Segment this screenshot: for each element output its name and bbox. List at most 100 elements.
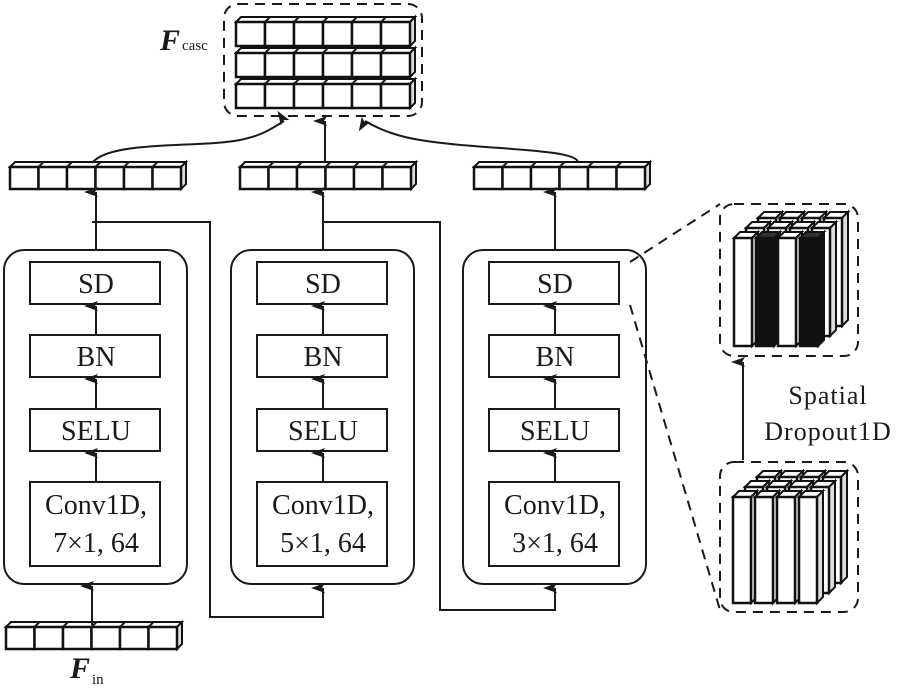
input-vector	[3, 619, 185, 652]
conv-label-line1: Conv1D,	[272, 490, 374, 521]
feature-cell	[151, 165, 183, 191]
cell-edge	[151, 161, 159, 168]
feature-cell	[147, 625, 179, 651]
feature-column	[731, 229, 761, 349]
branch-output-vectors	[7, 159, 653, 192]
layer-box-sd	[488, 261, 620, 305]
conv-label-line2: 7×1, 64	[53, 528, 139, 559]
f-in-subscript: in	[92, 672, 104, 688]
cell-edge	[293, 47, 300, 54]
cell-edge	[147, 621, 155, 628]
cell-edge	[264, 16, 271, 23]
feature-cell	[501, 165, 533, 191]
cell-edge	[296, 161, 303, 168]
cell-edge	[94, 161, 102, 168]
cell-edge	[264, 78, 271, 85]
feature-cell	[615, 165, 647, 191]
casc-row	[233, 45, 418, 80]
dropped-column	[797, 229, 827, 349]
dropout-output-panel	[719, 203, 859, 357]
cell-edge	[33, 621, 41, 628]
feature-cell	[234, 51, 267, 79]
feature-cell	[122, 165, 154, 191]
feature-cell	[292, 51, 325, 79]
cell-edge	[322, 47, 329, 54]
feature-cell	[61, 625, 93, 651]
dropout-label-line2: Dropout1D	[764, 417, 891, 446]
feature-cell	[267, 165, 299, 191]
feature-cell	[234, 82, 267, 110]
feature-cell	[350, 82, 383, 110]
layer-label: SD	[537, 269, 573, 300]
cell-edge	[293, 16, 300, 23]
cell-edge	[530, 161, 537, 168]
feature-cell	[292, 82, 325, 110]
branch-output-vector-3	[471, 159, 653, 192]
cell-edge	[90, 621, 98, 628]
cell-edge	[351, 16, 358, 23]
cell-edge	[324, 161, 332, 168]
dropout-label-line1: Spatial	[788, 381, 867, 410]
cell-edge	[351, 47, 358, 54]
cell-edge	[267, 161, 275, 168]
cell-edge	[119, 621, 126, 628]
dropout-input-columns	[730, 468, 850, 606]
cell-edge	[264, 47, 271, 54]
conv-label-line2: 5×1, 64	[280, 528, 366, 559]
skip-connection-1	[92, 221, 325, 618]
feature-cell	[118, 625, 150, 651]
feature-cell	[234, 20, 267, 48]
feature-cell	[4, 625, 36, 651]
feature-cell	[379, 20, 412, 48]
feature-cell	[381, 165, 413, 191]
cell-edge	[37, 161, 45, 168]
feature-column	[774, 488, 804, 606]
cell-edge	[123, 161, 130, 168]
feature-column	[730, 488, 760, 606]
callout-line-bottom	[629, 304, 721, 611]
layer-label: SELU	[520, 416, 590, 447]
layer-box-selu	[256, 408, 388, 452]
cell-edge	[587, 161, 594, 168]
feature-cell	[263, 51, 296, 79]
feature-cell	[263, 82, 296, 110]
f-in-label: F in	[69, 652, 104, 688]
f-casc-label: F casc	[159, 24, 208, 57]
feature-cell	[352, 165, 384, 191]
layer-box-bn	[256, 334, 388, 378]
feature-cell	[292, 20, 325, 48]
feature-cell	[33, 625, 65, 651]
feature-cell	[350, 51, 383, 79]
cell-edge	[322, 16, 329, 23]
feature-cell	[90, 625, 122, 651]
feature-cell	[65, 165, 97, 191]
layer-box-conv1d	[29, 481, 161, 567]
dropout-output-columns	[731, 209, 851, 349]
cell-edge	[380, 47, 387, 54]
feature-cell	[379, 51, 412, 79]
feature-cell	[586, 165, 618, 191]
cell-edge	[381, 161, 389, 168]
feature-cell	[321, 82, 354, 110]
cell-edge	[501, 161, 509, 168]
f-casc-feature-stack	[233, 14, 418, 111]
feature-cell	[263, 20, 296, 48]
layer-label: BN	[304, 342, 343, 373]
feature-cell	[558, 165, 590, 191]
f-in-vector	[3, 619, 185, 652]
cell-edge	[66, 161, 73, 168]
layer-box-selu	[29, 408, 161, 452]
feature-cell	[321, 20, 354, 48]
cell-edge	[322, 78, 329, 85]
dropout-input-panel	[719, 461, 859, 613]
feature-column	[752, 488, 782, 606]
cell-edge	[351, 78, 358, 85]
branch-output-vector-2	[237, 159, 419, 192]
feature-cell	[8, 165, 40, 191]
dropped-column	[753, 229, 783, 349]
